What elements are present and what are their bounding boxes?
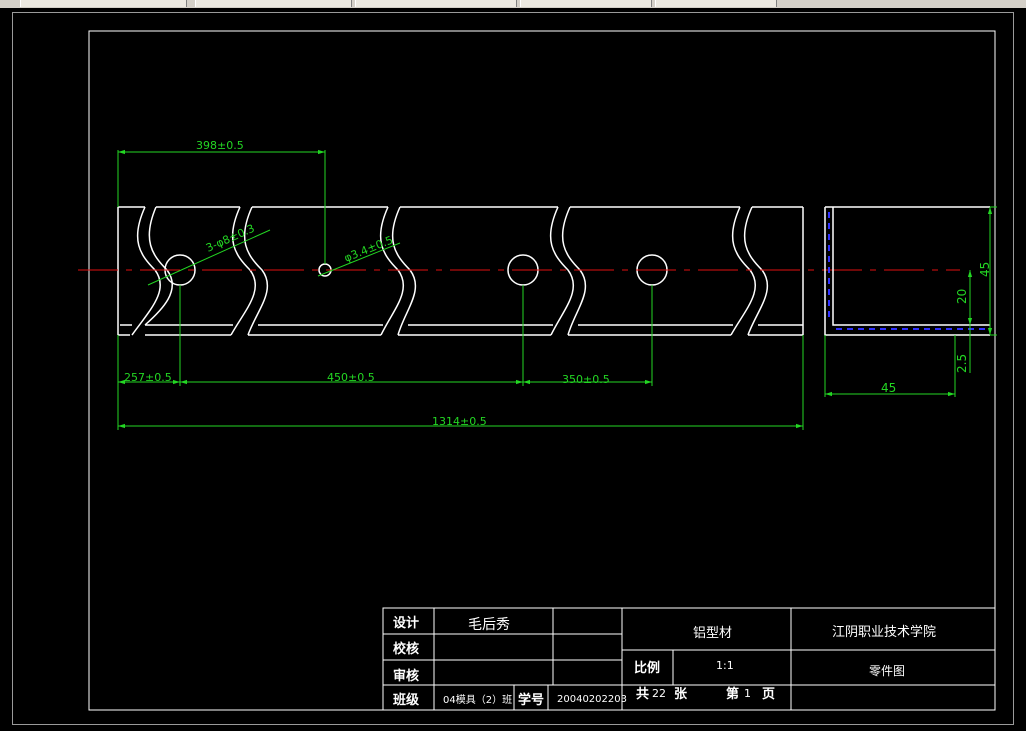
student-no: 20040202203 [557, 694, 627, 705]
top-toolbar-strip [0, 0, 1026, 8]
dimension-texts: 398±0.5 3-φ8±0.3 φ3.4±0.5 257±0.5 450±0.… [124, 139, 992, 428]
school-name: 江阴职业技术学院 [832, 624, 936, 640]
total-value: 22 [652, 687, 666, 700]
page-value: 1 [744, 687, 751, 700]
design-label: 设计 [393, 615, 419, 631]
material: 铝型材 [693, 626, 732, 641]
dim-257: 257±0.5 [124, 371, 172, 384]
total-label: 共 [636, 686, 649, 702]
part-side-view [824, 206, 990, 336]
dim-holes-3: 3-φ8±0.3 [204, 222, 257, 255]
viewport-frame [12, 12, 1014, 725]
dim-350: 350±0.5 [562, 373, 610, 386]
page-unit: 页 [762, 687, 775, 702]
class-value: 04模具（2）班 [443, 694, 512, 706]
toolbar-tab[interactable] [195, 0, 352, 7]
dim-450: 450±0.5 [327, 371, 375, 384]
check-label: 校核 [393, 641, 419, 657]
toolbar-tab[interactable] [520, 0, 652, 7]
dim-height-45: 45 [978, 262, 992, 277]
dim-hole-small: φ3.4±0.5 [342, 233, 395, 264]
drawing-name: 零件图 [869, 664, 905, 678]
dim-height-20: 20 [955, 289, 969, 304]
toolbar-tab[interactable] [355, 0, 517, 7]
sheet-unit: 张 [674, 687, 688, 702]
scale-value: 1:1 [716, 659, 734, 672]
dim-width-45: 45 [881, 381, 896, 395]
scale-label: 比例 [634, 660, 660, 676]
toolbar-tab[interactable] [655, 0, 777, 7]
dim-398: 398±0.5 [196, 139, 244, 152]
dimension-lines [117, 149, 997, 430]
toolbar-tab[interactable] [20, 0, 187, 7]
page-label: 第 [726, 686, 739, 702]
designer-name: 毛后秀 [468, 617, 510, 633]
title-block [382, 607, 996, 711]
review-label: 审核 [393, 668, 419, 684]
title-block-text: 设计 毛后秀 校核 审核 班级 04模具（2）班 学号 20040202203 … [393, 615, 936, 708]
student-no-label: 学号 [518, 692, 544, 708]
class-label: 班级 [393, 692, 420, 708]
dim-1314: 1314±0.5 [432, 415, 487, 428]
part-front-view [117, 206, 804, 336]
dim-height-2-5: 2.5 [955, 354, 969, 373]
